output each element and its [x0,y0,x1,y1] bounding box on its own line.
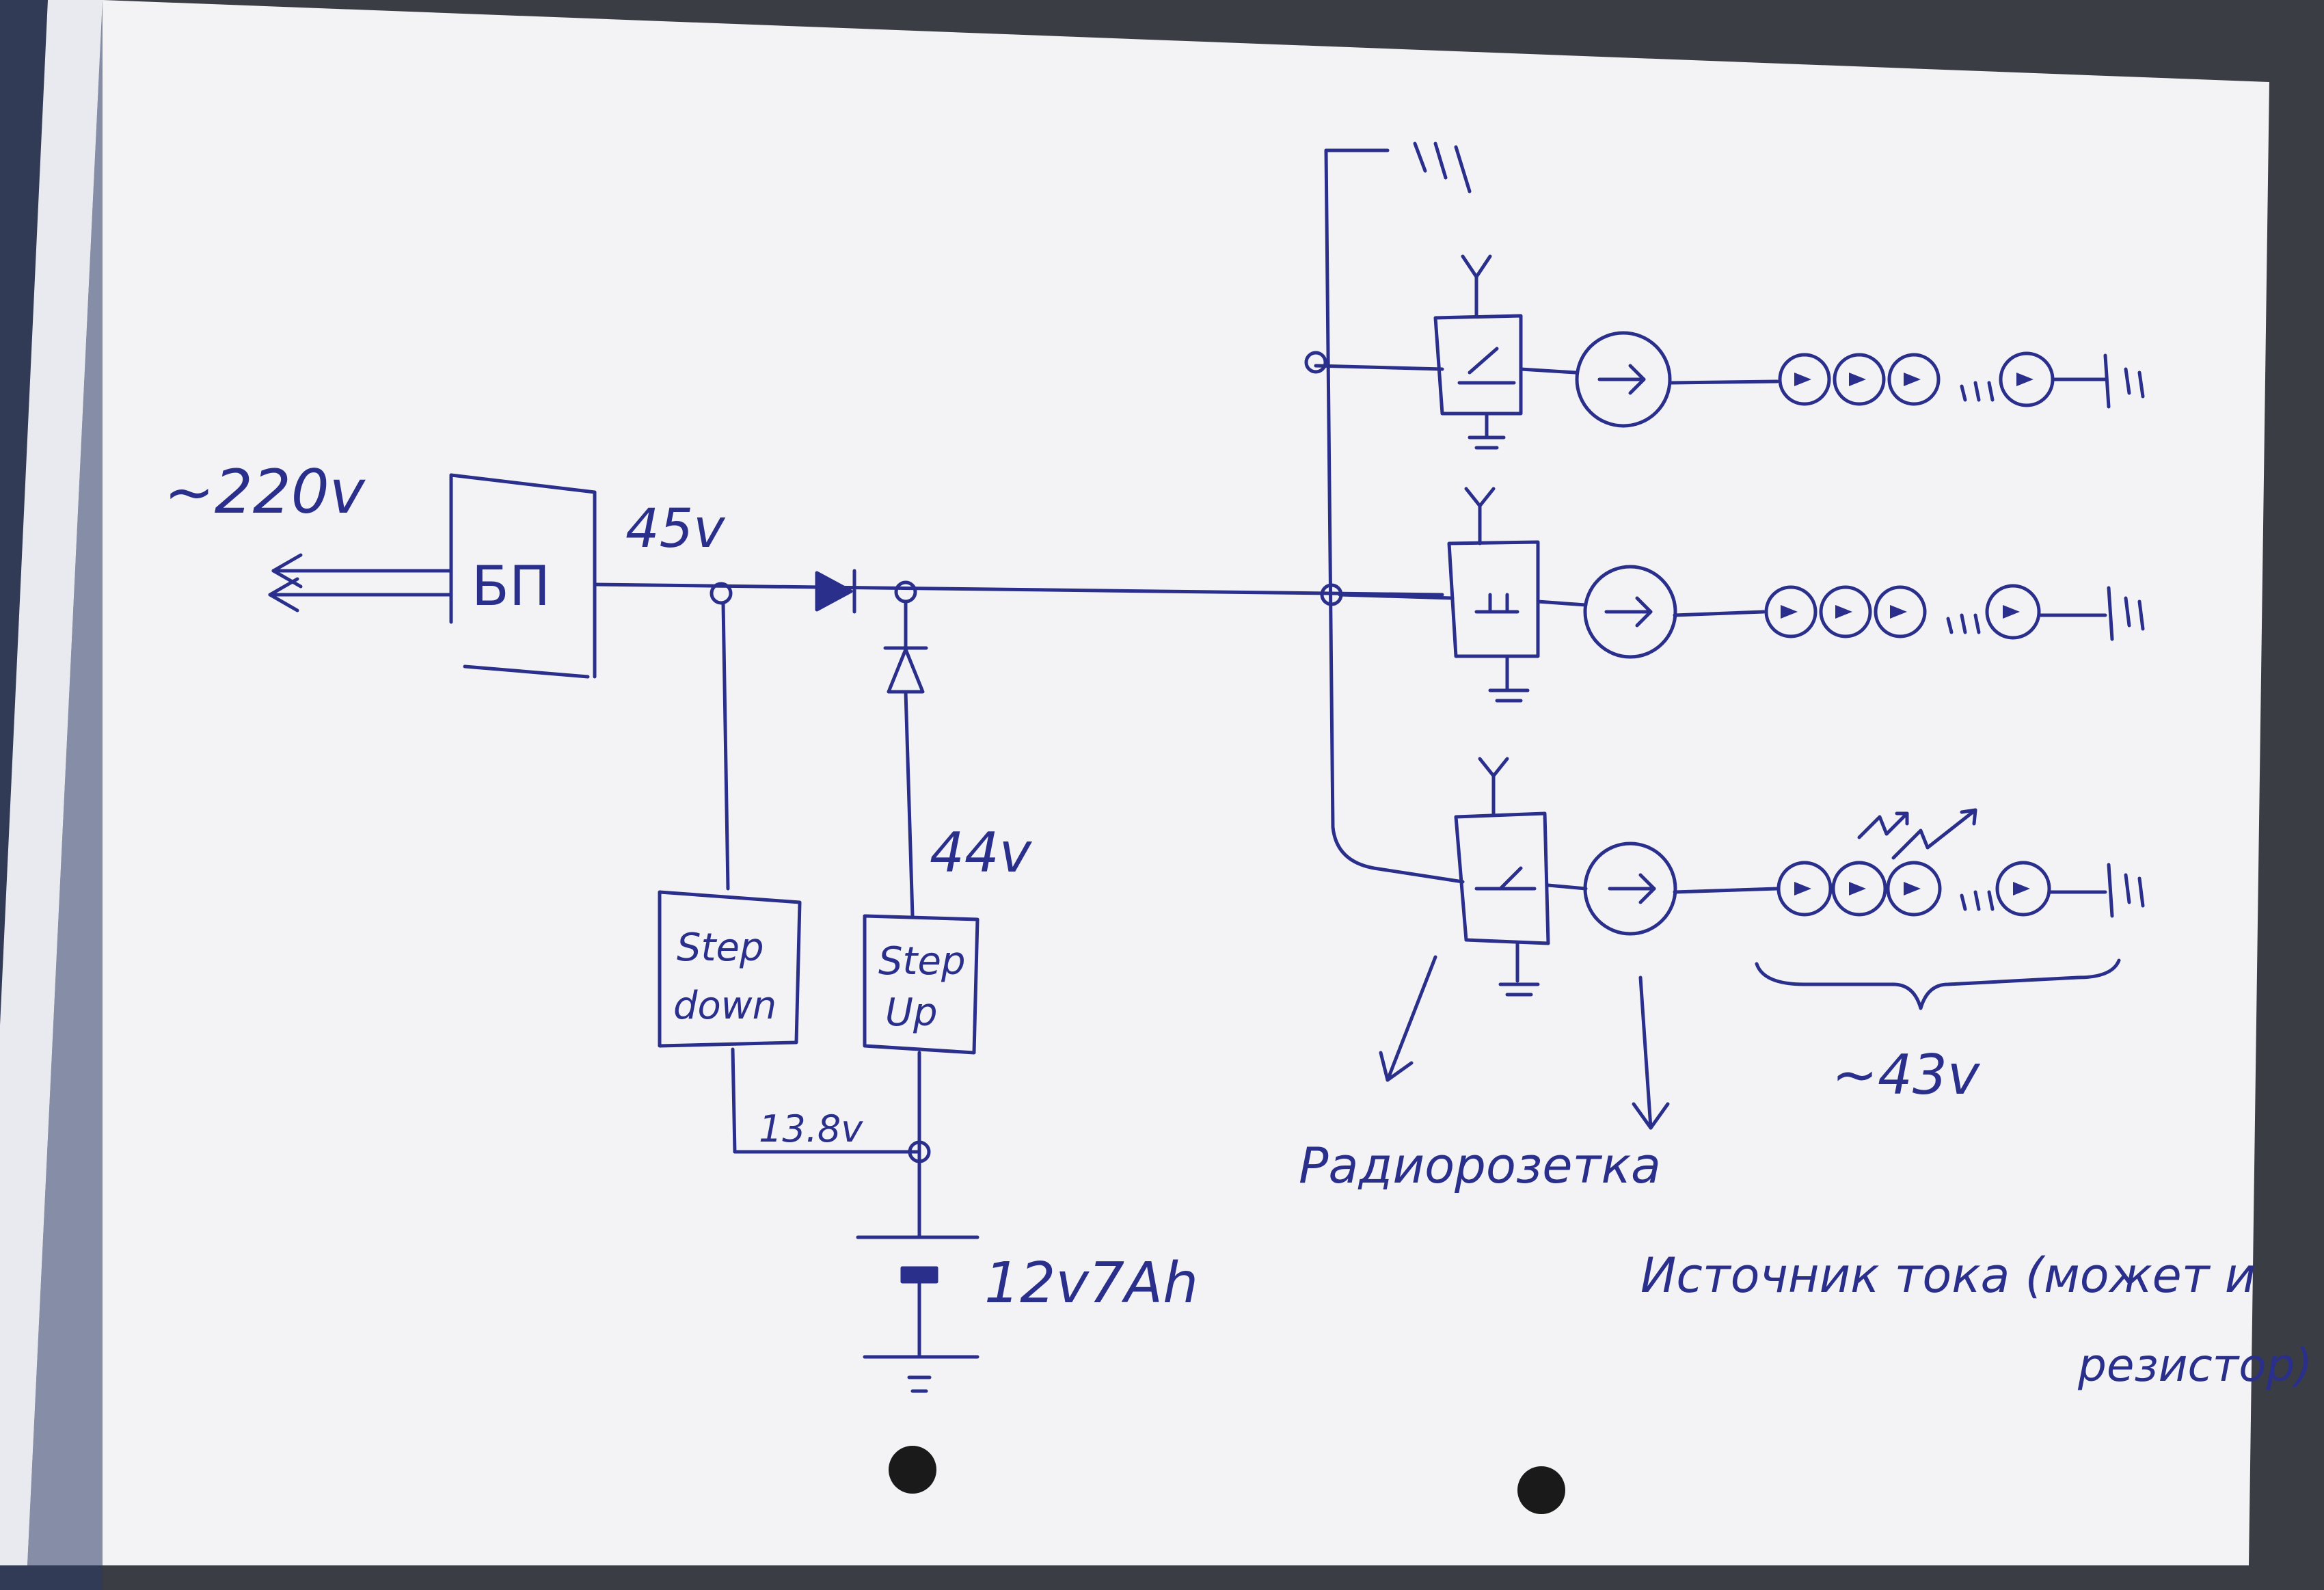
row-3 [1454,757,2145,997]
battery-label: 12v7Ah [984,1251,1198,1316]
psu-voltage-label: 45v [625,498,726,560]
current-source-label-line2: резистор) [2077,1339,2312,1392]
punch-hole-left [889,1446,936,1494]
punch-hole-right [1517,1466,1565,1514]
step-up-label-line2: Up [885,991,938,1035]
step-down-label-line2: down [673,984,776,1028]
led-string-voltage-label: ~43v [1832,1043,1981,1107]
step-down-label-line1: Step [677,926,764,970]
step-up-voltage-label: 44v [930,821,1033,885]
radio-switch-box [1447,540,1540,658]
stepup-out-line [904,690,915,918]
junction-battery [908,1140,931,1163]
junction-row1 [1304,351,1327,374]
current-source-arrow [1632,975,1670,1130]
step-up-label-line1: Step [878,939,966,984]
paper-sheet [27,0,2269,1565]
series-diode-symbol [815,569,856,614]
step-up-box [863,914,979,1055]
current-source-symbol [1583,565,1677,659]
psu-label: БП [472,554,550,618]
battery-symbol [856,1235,979,1393]
stepdown-out-line [731,1047,737,1154]
radio-socket-label: Радиорозетка [1299,1137,1661,1194]
current-source-symbol [1583,841,1677,936]
charge-voltage-label: 13.8v [759,1107,863,1150]
row-1 [1314,254,2145,450]
stepdown-feed-line [721,601,730,891]
main-rail [593,582,1444,597]
current-source-symbol [1575,331,1672,428]
mains-label: ~220v [164,457,366,527]
distribution-bus [1324,148,1465,884]
radio-socket-arrow [1379,955,1437,1082]
led-string-brace [1755,958,2121,1010]
junction-psu-out [710,582,733,605]
radio-switch-box [1433,314,1523,416]
row-2 [1338,487,2145,703]
radio-switch-box [1454,811,1550,945]
led-glyphs [1781,373,2033,895]
mains-input-arrows [268,553,453,612]
left-paper-strip [0,0,103,1565]
current-source-label-line1: Источник тока (может и [1640,1248,2256,1304]
bus-top-continuation-ticks [1413,142,1472,193]
step-down-box [658,890,802,1048]
